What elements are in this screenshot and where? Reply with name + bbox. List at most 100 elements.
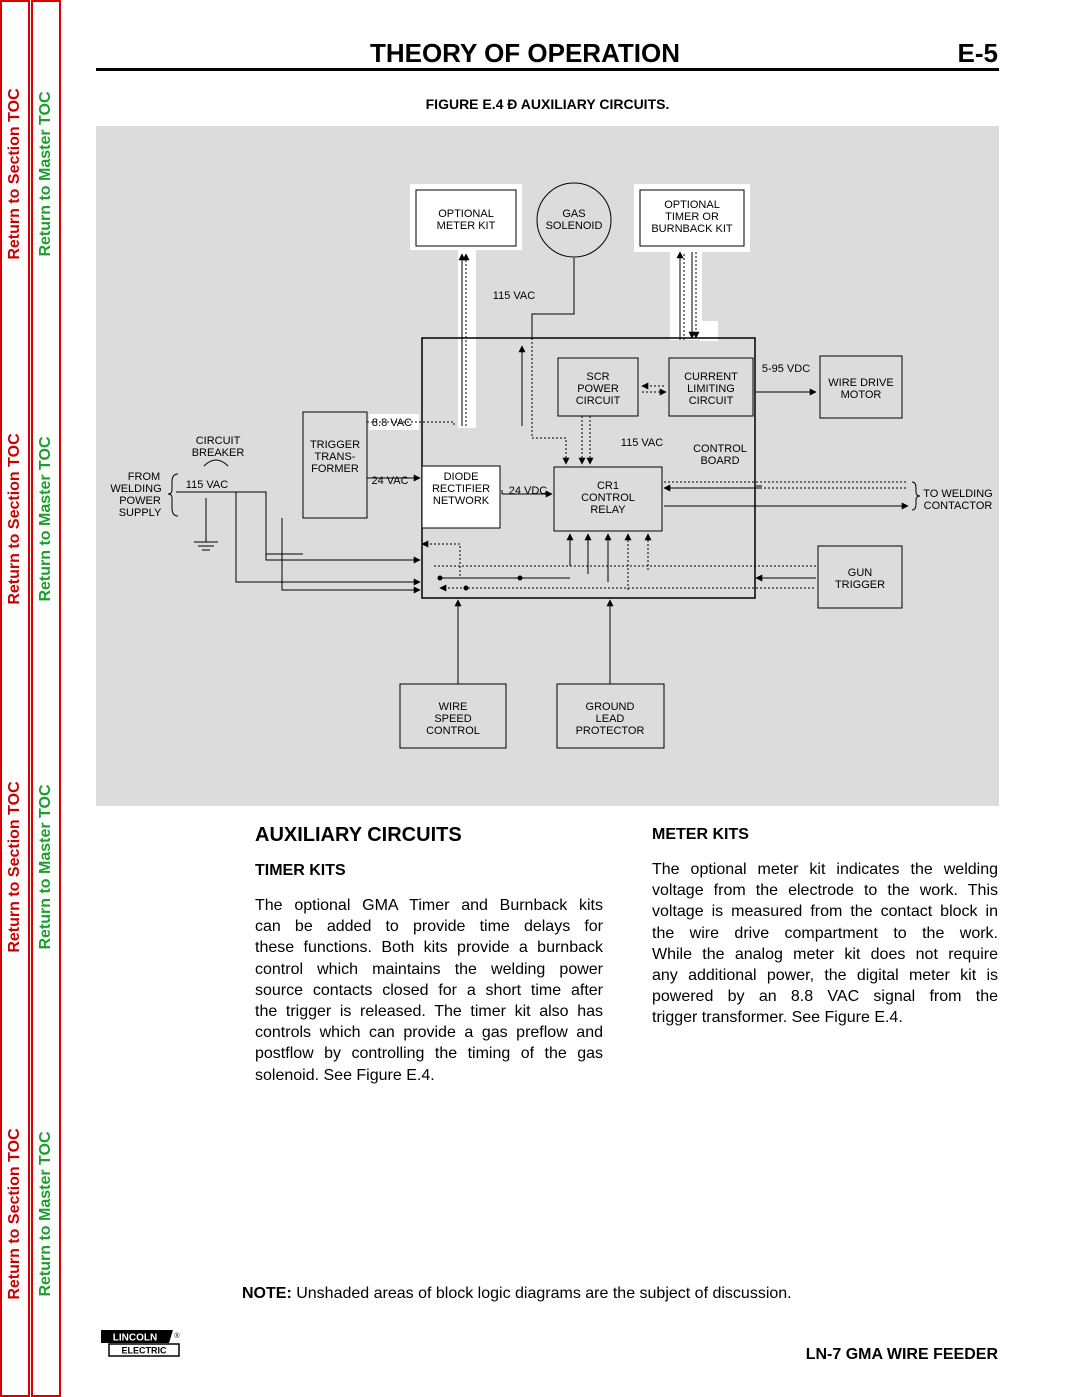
page-title: THEORY OF OPERATION bbox=[369, 38, 681, 68]
svg-text:GROUND: GROUND bbox=[586, 701, 635, 713]
return-to-master-toc-link[interactable]: Return to Master TOC bbox=[37, 436, 54, 602]
svg-text:MOTOR: MOTOR bbox=[841, 389, 882, 401]
return-to-master-toc-link[interactable]: Return to Master TOC bbox=[37, 1131, 54, 1297]
return-to-master-toc-link[interactable]: Return to Master TOC bbox=[37, 784, 54, 950]
svg-text:WIRE DRIVE: WIRE DRIVE bbox=[828, 377, 893, 389]
figure-caption: FIGURE E.4 Ð AUXILIARY CIRCUITS. bbox=[425, 96, 670, 112]
svg-text:PROTECTOR: PROTECTOR bbox=[576, 725, 645, 737]
svg-text:LEAD: LEAD bbox=[596, 713, 625, 725]
svg-text:CONTROL: CONTROL bbox=[426, 725, 480, 737]
cr1-control-relay-block: CR1 CONTROL RELAY bbox=[553, 466, 663, 532]
note: NOTE: Unshaded areas of block logic diag… bbox=[242, 1285, 792, 1303]
meter-kits-paragraph: The optional meter kit indicates the wel… bbox=[652, 859, 998, 1029]
svg-text:POWER: POWER bbox=[119, 495, 161, 507]
svg-text:OPTIONAL: OPTIONAL bbox=[438, 208, 494, 220]
svg-text:LIMITING: LIMITING bbox=[687, 383, 735, 395]
svg-text:TRIGGER: TRIGGER bbox=[310, 439, 360, 451]
return-to-master-toc-link[interactable]: Return to Master TOC bbox=[37, 91, 54, 257]
svg-text:NETWORK: NETWORK bbox=[433, 495, 490, 507]
svg-text:CIRCUIT: CIRCUIT bbox=[689, 395, 734, 407]
svg-text:LINCOLN: LINCOLN bbox=[113, 1333, 157, 1344]
header-rule bbox=[96, 68, 999, 71]
svg-text:CIRCUIT: CIRCUIT bbox=[576, 395, 621, 407]
svg-text:WIRE: WIRE bbox=[439, 701, 468, 713]
svg-text:CONTROL: CONTROL bbox=[581, 492, 635, 504]
text-line: trigger transformer. See Figure E.4. bbox=[652, 1009, 903, 1027]
timer-kits-heading: TIMER KITS bbox=[255, 862, 346, 879]
page-number: E-5 bbox=[957, 38, 998, 68]
master-toc-strip bbox=[31, 0, 61, 1397]
note-text: Unshaded areas of block logic diagrams a… bbox=[291, 1285, 792, 1302]
return-to-section-toc-link[interactable]: Return to Section TOC bbox=[6, 1128, 23, 1300]
ground-lead-protector-block: GROUND LEAD PROTECTOR bbox=[556, 683, 665, 749]
svg-text:115 VAC: 115 VAC bbox=[186, 479, 228, 491]
text-line: controls which can provide a gas preflow… bbox=[255, 1024, 603, 1042]
svg-text:ELECTRIC: ELECTRIC bbox=[122, 1346, 168, 1356]
section-toc-strip bbox=[0, 0, 30, 1397]
text-line: control which maintains the welding powe… bbox=[255, 960, 603, 978]
text-line: the wire drive compartment to the work. bbox=[652, 924, 998, 942]
svg-text:OPTIONAL: OPTIONAL bbox=[664, 199, 720, 211]
footer-model-name: LN-7 GMA WIRE FEEDER bbox=[805, 1346, 998, 1363]
text-line: While the analog meter kit does not requ… bbox=[652, 945, 998, 963]
text-line: source contacts closed for a short time … bbox=[255, 981, 603, 999]
wire-speed-control-block: WIRE SPEED CONTROL bbox=[399, 683, 507, 749]
svg-text:FROM: FROM bbox=[128, 471, 160, 483]
svg-text:BOARD: BOARD bbox=[700, 455, 739, 467]
svg-text:115 VAC: 115 VAC bbox=[621, 437, 663, 449]
svg-text:CR1: CR1 bbox=[597, 480, 619, 492]
timer-kits-paragraph: The optional GMA Timer and Burnback kits… bbox=[255, 895, 603, 1086]
svg-text:POWER: POWER bbox=[577, 383, 619, 395]
svg-text:5-95 VDC: 5-95 VDC bbox=[762, 363, 810, 375]
svg-text:CURRENT: CURRENT bbox=[684, 371, 738, 383]
current-limiting-circuit-block: CURRENT LIMITING CIRCUIT bbox=[668, 357, 754, 417]
svg-text:BURNBACK KIT: BURNBACK KIT bbox=[651, 223, 733, 235]
gas-solenoid-block: GAS SOLENOID bbox=[536, 182, 612, 258]
svg-text:CONTROL: CONTROL bbox=[693, 443, 747, 455]
text-line: The optional meter kit indicates the wel… bbox=[652, 861, 998, 878]
meter-kits-heading: METER KITS bbox=[652, 826, 749, 843]
note-label: NOTE: bbox=[242, 1285, 292, 1302]
svg-text:DIODE: DIODE bbox=[444, 471, 479, 483]
svg-text:CONTACTOR: CONTACTOR bbox=[924, 500, 993, 512]
lincoln-electric-logo: LINCOLN ELECTRIC ® bbox=[101, 1330, 180, 1357]
optional-timer-kit-block: OPTIONAL TIMER OR BURNBACK KIT bbox=[634, 184, 750, 252]
svg-text:SPEED: SPEED bbox=[434, 713, 471, 725]
svg-text:CIRCUIT: CIRCUIT bbox=[196, 435, 241, 447]
optional-meter-kit-block: OPTIONAL METER KIT bbox=[410, 184, 522, 250]
wire-drive-motor-block: WIRE DRIVE MOTOR bbox=[819, 355, 903, 419]
return-to-section-toc-link[interactable]: Return to Section TOC bbox=[6, 88, 23, 260]
text-line: these functions. Both kits provide a bur… bbox=[255, 939, 603, 957]
svg-text:TO WELDING: TO WELDING bbox=[923, 488, 992, 500]
text-line: powered by an 8.8 VAC signal from the bbox=[652, 988, 998, 1006]
svg-text:8.8 VAC: 8.8 VAC bbox=[372, 417, 412, 429]
text-line: can be added to provide time delays for bbox=[255, 918, 603, 936]
svg-text:24 VAC: 24 VAC bbox=[371, 475, 408, 487]
svg-text:TIMER OR: TIMER OR bbox=[665, 211, 719, 223]
text-line: The optional GMA Timer and Burnback kits bbox=[255, 897, 603, 914]
diode-rectifier-network-block: DIODE RECTIFIER NETWORK bbox=[421, 465, 501, 529]
svg-text:GUN: GUN bbox=[848, 567, 873, 579]
voltage-label: 115 VAC bbox=[493, 290, 535, 302]
text-line: voltage from the electrode to the work. … bbox=[652, 882, 998, 900]
svg-text:BREAKER: BREAKER bbox=[192, 447, 245, 459]
svg-text:WELDING: WELDING bbox=[110, 483, 161, 495]
svg-text:SCR: SCR bbox=[586, 371, 609, 383]
svg-text:®: ® bbox=[174, 1332, 180, 1340]
text-line: the trigger is released. The timer kit a… bbox=[255, 1003, 603, 1021]
svg-text:SUPPLY: SUPPLY bbox=[119, 507, 162, 519]
return-to-section-toc-link[interactable]: Return to Section TOC bbox=[6, 433, 23, 605]
svg-text:24 VDC: 24 VDC bbox=[509, 485, 548, 497]
svg-text:SOLENOID: SOLENOID bbox=[546, 220, 603, 232]
svg-text:TRANS-: TRANS- bbox=[315, 451, 356, 463]
text-line: solenoid. See Figure E.4. bbox=[255, 1066, 435, 1084]
svg-text:METER KIT: METER KIT bbox=[437, 220, 496, 232]
text-line: postflow by controlling the timing of th… bbox=[255, 1045, 603, 1063]
svg-text:GAS: GAS bbox=[562, 208, 585, 220]
svg-text:RECTIFIER: RECTIFIER bbox=[432, 483, 490, 495]
svg-text:FORMER: FORMER bbox=[311, 463, 359, 475]
section-title: AUXILIARY CIRCUITS bbox=[255, 824, 462, 846]
text-line: voltage is measured from the contact blo… bbox=[652, 903, 998, 921]
auxiliary-circuits-diagram: OPTIONAL METER KIT GAS SOLENOID OPTIONAL… bbox=[96, 126, 999, 806]
return-to-section-toc-link[interactable]: Return to Section TOC bbox=[6, 781, 23, 953]
